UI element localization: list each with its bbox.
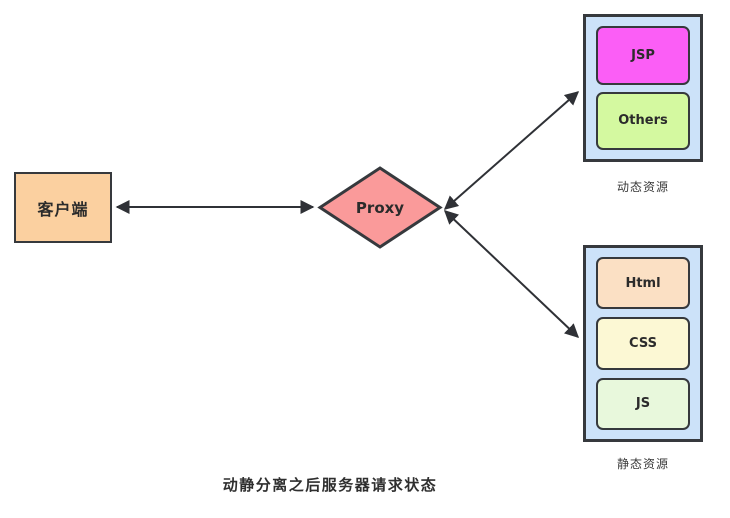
node-client-label: 客户端 [37, 199, 89, 219]
caption-static-resources: 静态资源 [616, 457, 669, 471]
group-item-others[interactable]: Others [596, 91, 690, 150]
node-proxy[interactable]: Proxy [317, 165, 443, 250]
group-dynamic-resources[interactable]: JSP Others [583, 14, 703, 162]
proxy-diamond-shape [317, 166, 443, 249]
group-item-others-label: Others [618, 113, 668, 129]
diagram-title: 动静分离之后服务器请求状态 [222, 476, 438, 494]
group-item-html[interactable]: Html [596, 257, 690, 310]
group-item-jsp-label: JSP [631, 47, 655, 63]
group-item-css[interactable]: CSS [596, 317, 690, 370]
group-static-resources[interactable]: Html CSS JS [583, 245, 703, 442]
group-item-html-label: Html [625, 275, 661, 291]
caption-dynamic-resources: 动态资源 [616, 180, 669, 194]
node-client[interactable]: 客户端 [14, 172, 112, 243]
group-item-js[interactable]: JS [596, 377, 690, 430]
group-item-css-label: CSS [629, 335, 657, 351]
connector-proxy-static [443, 210, 580, 338]
group-item-jsp[interactable]: JSP [596, 26, 690, 85]
node-proxy-label: Proxy [355, 198, 405, 217]
group-item-js-label: JS [635, 396, 651, 412]
connector-proxy-dynamic [443, 91, 580, 210]
